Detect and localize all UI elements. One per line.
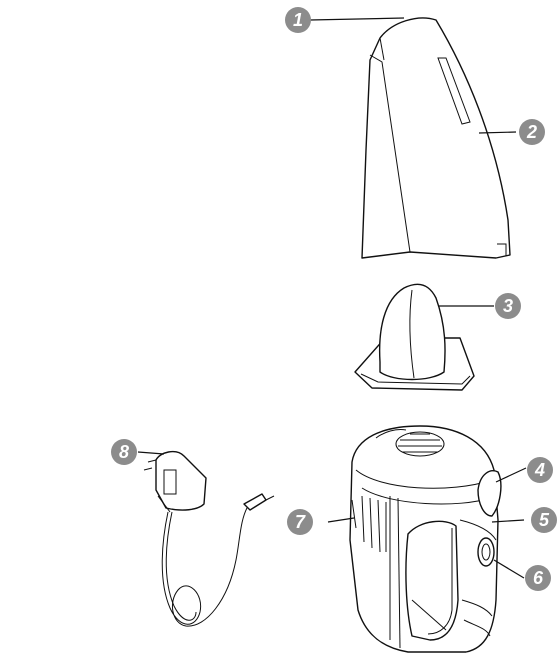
callout-2-number: 2 [526, 122, 537, 142]
power-adapter [143, 450, 275, 627]
callout-3-number: 3 [503, 296, 513, 316]
callout-7-number: 7 [295, 512, 306, 532]
callout-8: 8 [111, 439, 137, 465]
leader-line-7 [327, 517, 355, 523]
callout-1-number: 1 [293, 10, 303, 30]
callout-2: 2 [519, 119, 545, 145]
callout-5-number: 5 [539, 510, 550, 530]
leader-line-2 [478, 131, 517, 134]
leader-line-6 [493, 559, 525, 579]
callout-5: 5 [531, 507, 557, 533]
callout-3: 3 [495, 293, 521, 319]
callout-7: 7 [287, 509, 313, 535]
callout-6: 6 [525, 565, 551, 591]
callout-4: 4 [527, 457, 553, 483]
callout-1: 1 [285, 7, 311, 33]
leader-line-8 [137, 451, 165, 455]
callout-8-number: 8 [119, 442, 129, 462]
cover-shell [361, 17, 511, 259]
leader-line-4 [495, 467, 527, 483]
power-button [477, 537, 495, 567]
leader-line-1 [309, 17, 405, 21]
callout-4-number: 4 [534, 460, 545, 480]
cone-base [354, 283, 475, 391]
leader-lines [137, 17, 527, 579]
main-body [349, 425, 499, 653]
control-knob [477, 470, 502, 517]
leader-line-5 [491, 519, 525, 523]
callout-6-number: 6 [533, 568, 544, 588]
